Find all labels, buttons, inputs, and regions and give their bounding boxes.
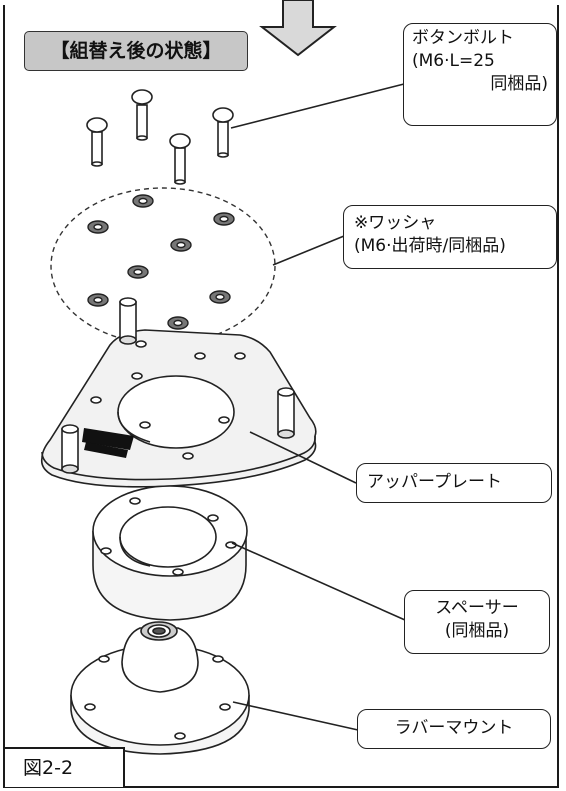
- callout-rubber-mount-line1: ラバーマウント: [394, 718, 514, 738]
- callout-bolt-line1: ボタンボルト: [412, 28, 514, 48]
- callout-rubber-mount: ラバーマウント: [357, 709, 551, 749]
- figure-number: 図2-2: [5, 747, 125, 787]
- callout-bolt-line3: 同梱品): [490, 74, 548, 94]
- diagram-frame: [3, 5, 559, 788]
- diagram-title: 【組替え後の状態】: [24, 31, 248, 71]
- callout-spacer-line1: スペーサー: [435, 598, 519, 618]
- callout-upper-plate-line1: アッパープレート: [367, 472, 502, 492]
- callout-washer-line2: (M6·出荷時/同梱品): [354, 236, 506, 256]
- callout-bolt-line2: (M6·L=25: [412, 51, 495, 71]
- bolt-1: [86, 117, 108, 167]
- spacer: [92, 485, 248, 621]
- button-bolts: [86, 89, 234, 185]
- callout-washer-line1: ※ワッシャ: [354, 213, 437, 233]
- bolt-4: [212, 107, 234, 158]
- washer-group-outline: [50, 187, 276, 345]
- leader-lines: [230, 83, 406, 731]
- callout-spacer-line2: (同梱品): [444, 621, 510, 641]
- studs: [61, 297, 295, 474]
- washers: [87, 194, 235, 330]
- callout-washer: ※ワッシャ (M6·出荷時/同梱品): [343, 205, 557, 269]
- callout-spacer: スペーサー (同梱品): [404, 590, 550, 654]
- bolt-2: [131, 89, 153, 141]
- rubber-mount: [70, 621, 250, 755]
- bolt-3: [169, 133, 191, 185]
- callout-upper-plate: アッパープレート: [356, 463, 552, 503]
- upper-plate: [40, 297, 317, 488]
- callout-bolt: ボタンボルト (M6·L=25 同梱品): [403, 23, 557, 126]
- logo-decal: [82, 428, 134, 458]
- down-arrow-icon: [259, 0, 337, 57]
